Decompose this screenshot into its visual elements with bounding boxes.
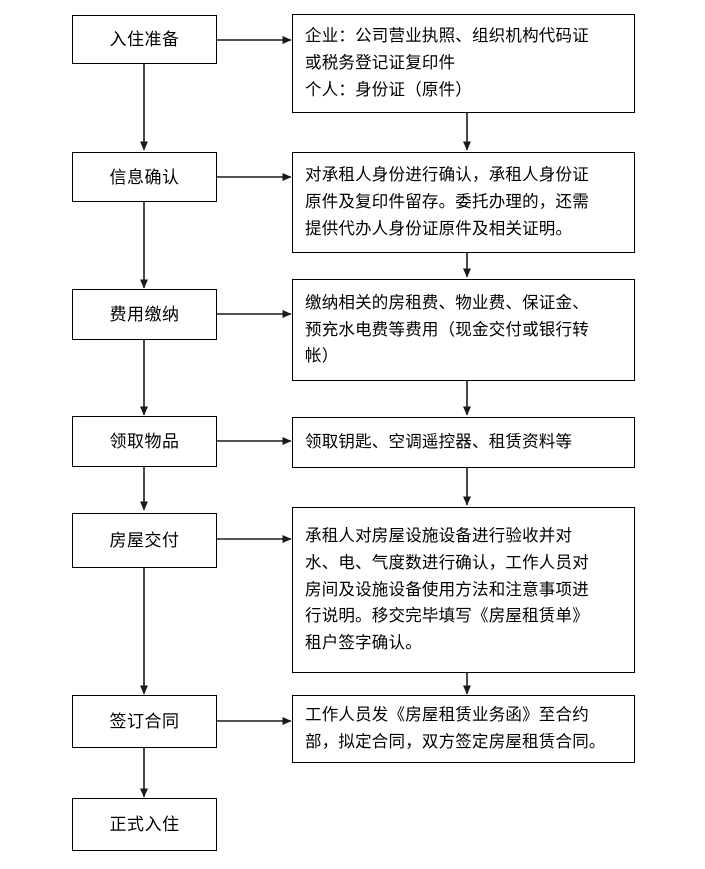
detail-node-4-text: 领取钥匙、空调遥控器、租赁资料等	[305, 433, 573, 452]
stage-node-6-label: 签订合同	[109, 712, 180, 731]
detail-node-3[interactable]: 缴纳相关的房租费、物业费、保证金、 预充水电费等费用（现金交付或银行转 帐）	[292, 279, 635, 381]
detail-node-4[interactable]: 领取钥匙、空调遥控器、租赁资料等	[292, 417, 635, 468]
stage-node-6[interactable]: 签订合同	[72, 695, 217, 748]
detail-node-5[interactable]: 承租人对房屋设施设备进行验收并对 水、电、气度数进行确认，工作人员对 房间及设施…	[292, 507, 635, 673]
stage-node-7-label: 正式入住	[109, 815, 180, 834]
detail-node-5-text: 承租人对房屋设施设备进行验收并对 水、电、气度数进行确认，工作人员对 房间及设施…	[305, 527, 589, 653]
detail-node-2[interactable]: 对承租人身份进行确认，承租人身份证 原件及复印件留存。委托办理的，还需 提供代办…	[292, 152, 635, 253]
stage-node-3[interactable]: 费用缴纳	[72, 289, 217, 340]
stage-node-3-label: 费用缴纳	[109, 305, 180, 324]
stage-node-4-label: 领取物品	[109, 432, 180, 451]
detail-node-6-text: 工作人员发《房屋租赁业务函》至合约 部，拟定合同，双方签定房屋租赁合同。	[305, 706, 606, 751]
detail-node-2-text: 对承租人身份进行确认，承租人身份证 原件及复印件留存。委托办理的，还需 提供代办…	[305, 166, 589, 238]
stage-node-2-label: 信息确认	[109, 167, 180, 187]
detail-node-3-text: 缴纳相关的房租费、物业费、保证金、 预充水电费等费用（现金交付或银行转 帐）	[305, 293, 589, 366]
detail-node-6[interactable]: 工作人员发《房屋租赁业务函》至合约 部，拟定合同，双方签定房屋租赁合同。	[292, 695, 635, 763]
detail-node-1-text: 企业：公司营业执照、组织机构代码证 或税务登记证复印件 个人：身份证（原件）	[305, 27, 589, 99]
stage-node-1-label: 入住准备	[109, 30, 180, 49]
stage-node-7[interactable]: 正式入住	[72, 798, 217, 851]
stage-node-4[interactable]: 领取物品	[72, 416, 217, 467]
stage-node-5-label: 房屋交付	[109, 531, 180, 550]
stage-node-2[interactable]: 信息确认	[72, 152, 217, 202]
detail-node-1[interactable]: 企业：公司营业执照、组织机构代码证 或税务登记证复印件 个人：身份证（原件）	[292, 14, 635, 113]
stage-node-5[interactable]: 房屋交付	[72, 513, 217, 568]
stage-node-1[interactable]: 入住准备	[72, 15, 217, 64]
